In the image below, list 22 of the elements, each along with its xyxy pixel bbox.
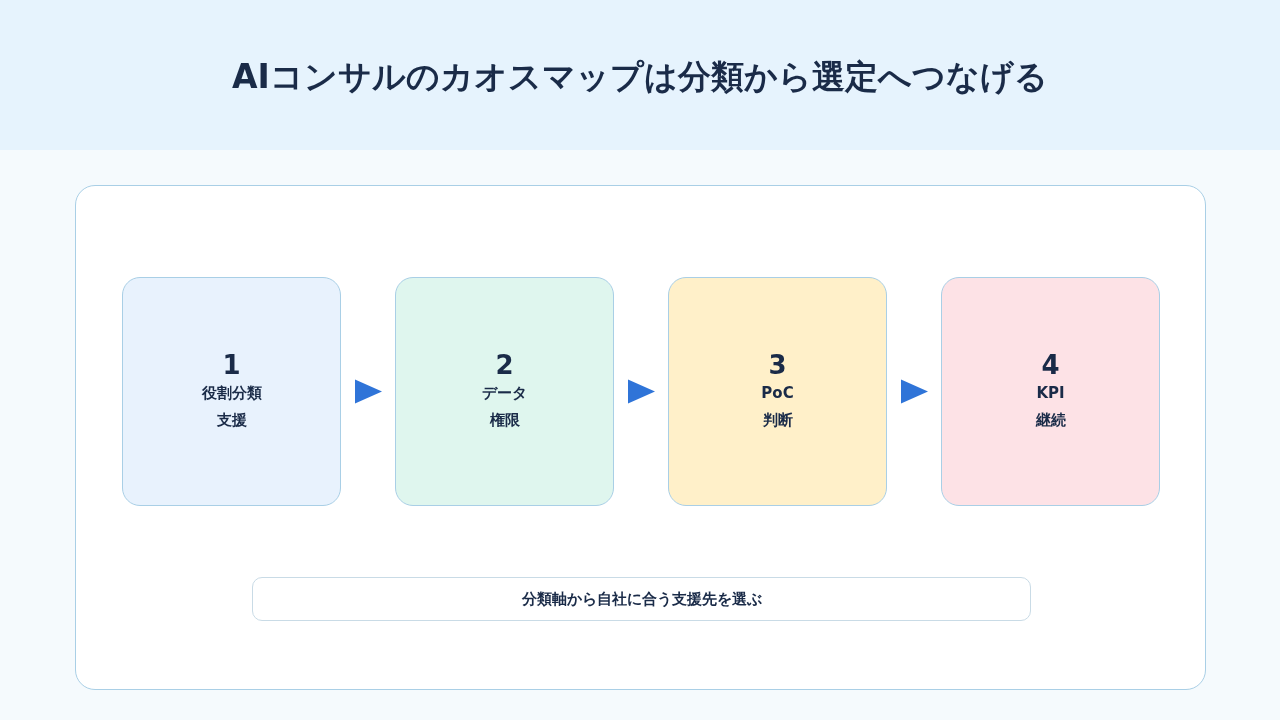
step-box — [668, 277, 887, 506]
step-label: 役割分類 — [201, 382, 262, 404]
arrow — [355, 379, 382, 404]
step-number: 1 — [222, 349, 241, 380]
step-label: PoC — [761, 382, 794, 404]
arrow — [901, 379, 928, 404]
panel — [75, 185, 1206, 690]
title: AIコンサルのカオスマップは分類から選定へつなげる — [231, 56, 1049, 98]
step-box — [395, 277, 614, 506]
arrow — [628, 379, 655, 404]
step-number: 3 — [768, 349, 787, 380]
step-label: KPI — [1036, 382, 1065, 404]
step-box — [941, 277, 1160, 506]
step-number: 4 — [1041, 349, 1060, 380]
note-box: 分類軸から自社に合う支援先を選ぶ — [252, 577, 1031, 621]
step-label: 判断 — [762, 409, 793, 431]
step-number: 2 — [495, 349, 514, 380]
step-box — [122, 277, 341, 506]
step-label: データ — [482, 382, 527, 404]
step-label: 支援 — [216, 409, 247, 431]
step-label: 継続 — [1035, 409, 1066, 431]
step-label: 権限 — [489, 409, 520, 431]
